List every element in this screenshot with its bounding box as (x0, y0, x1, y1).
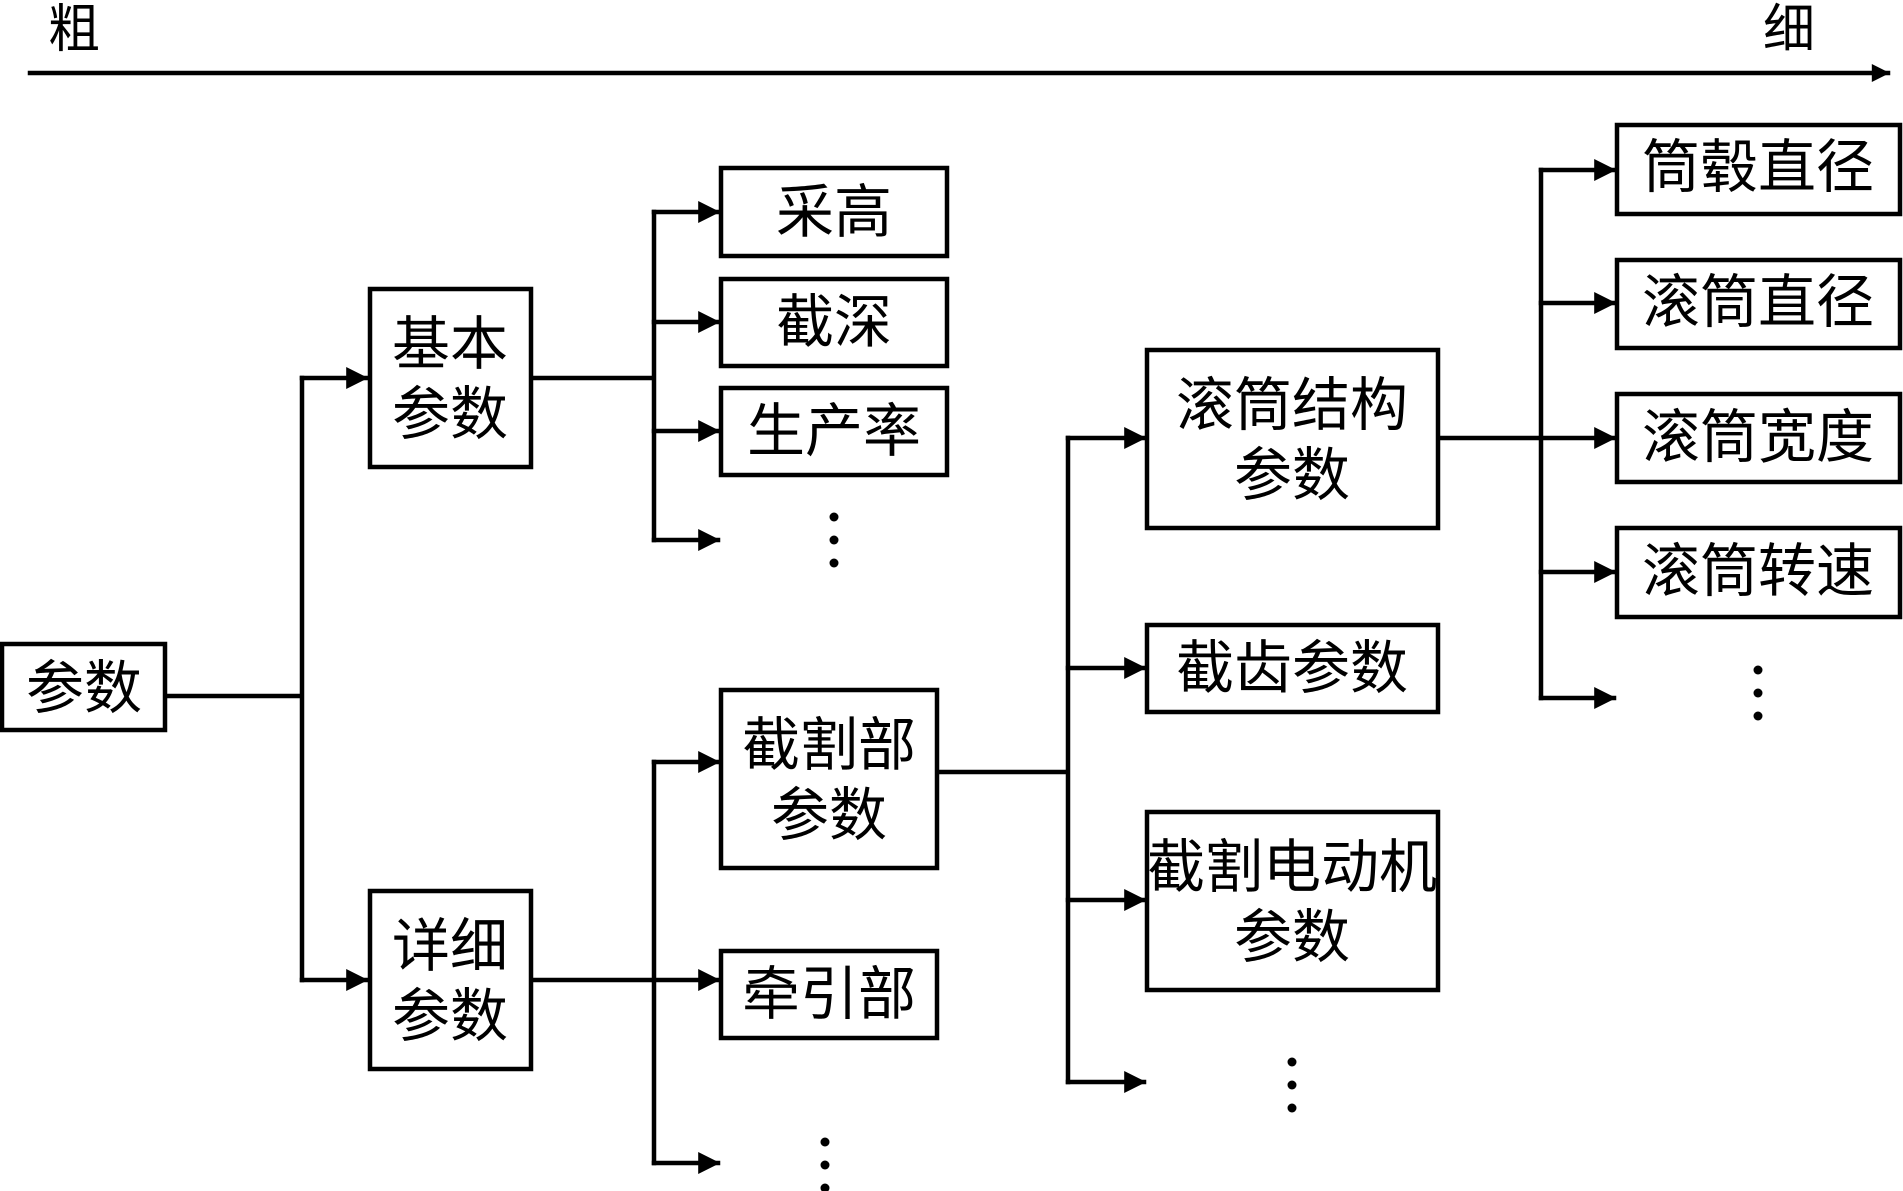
node-basic-params-line1: 基本 (392, 310, 508, 378)
ellipsis-drum (1753, 665, 1763, 721)
node-detailed-params-line2: 参数 (392, 982, 508, 1050)
connector-cutting-unit-trunk (934, 435, 1071, 1085)
node-drum-width: 滚筒宽度 (1614, 391, 1903, 485)
connector-root-trunk (162, 375, 305, 983)
node-mining-height-label: 采高 (776, 178, 892, 246)
node-mining-height: 采高 (718, 165, 950, 259)
node-hub-diameter: 筒毂直径 (1614, 122, 1903, 217)
node-drum-speed: 滚筒转速 (1614, 525, 1903, 620)
node-productivity: 生产率 (718, 385, 950, 478)
node-drum-speed-label: 滚筒转速 (1642, 537, 1874, 605)
node-cutting-motor-params-line2: 参数 (1234, 903, 1350, 971)
node-root-label: 参数 (26, 654, 142, 722)
node-haulage-unit: 牵引部 (718, 948, 940, 1041)
ellipsis-cutting (1287, 1057, 1297, 1113)
coarse-label: 粗 (48, 0, 100, 60)
node-root: 参数 (0, 641, 168, 733)
node-basic-params-line2: 参数 (392, 380, 508, 448)
node-drum-structure-params-line1: 滚筒结构 (1176, 371, 1408, 439)
node-detailed-params-line1: 详细 (392, 912, 508, 980)
node-cutting-unit-params: 截割部 参数 (718, 687, 940, 871)
node-pick-params-label: 截齿参数 (1176, 634, 1408, 702)
node-drum-diameter-label: 滚筒直径 (1642, 268, 1874, 336)
node-drum-structure-params-line2: 参数 (1234, 441, 1350, 509)
node-detailed-params: 详细 参数 (367, 888, 534, 1072)
node-pick-params: 截齿参数 (1144, 622, 1441, 715)
granularity-scale: 粗 细 (27, 0, 1891, 82)
node-haulage-unit-label: 牵引部 (742, 960, 916, 1028)
node-cutting-unit-params-line2: 参数 (771, 781, 887, 849)
node-basic-params: 基本 参数 (367, 286, 534, 470)
connector-basic-trunk (528, 209, 657, 543)
node-cutting-motor-params: 截割电动机 参数 (1144, 809, 1441, 993)
ellipsis-basic (829, 512, 839, 568)
node-cut-depth: 截深 (718, 276, 950, 369)
node-cutting-unit-params-line1: 截割部 (742, 711, 916, 779)
node-cut-depth-label: 截深 (776, 288, 892, 356)
node-cutting-motor-params-line1: 截割电动机 (1147, 833, 1437, 901)
connector-detailed-trunk (528, 759, 657, 1166)
node-productivity-label: 生产率 (747, 397, 921, 465)
fine-label: 细 (1763, 0, 1815, 60)
node-drum-structure-params: 滚筒结构 参数 (1144, 347, 1441, 531)
node-hub-diameter-label: 筒毂直径 (1642, 133, 1874, 201)
ellipsis-detailed (820, 1137, 830, 1191)
connector-drum-trunk (1435, 167, 1544, 701)
connectors (162, 159, 1617, 1174)
node-drum-width-label: 滚筒宽度 (1642, 403, 1874, 471)
node-drum-diameter: 滚筒直径 (1614, 257, 1903, 351)
